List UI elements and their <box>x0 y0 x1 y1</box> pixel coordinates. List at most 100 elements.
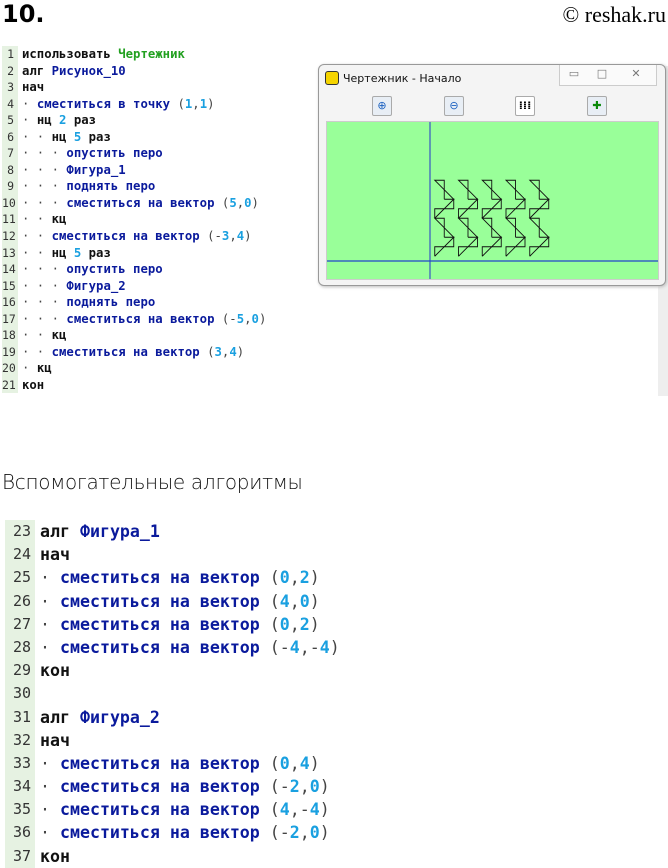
code-line: 18· · кц <box>2 327 266 344</box>
figure-path <box>457 179 479 200</box>
code-line: 16· · · поднять перо <box>2 294 266 311</box>
code-line: 33· сместиться на вектор (0,4) <box>5 751 340 776</box>
code-token: · · · <box>22 262 67 277</box>
line-number: 31 <box>5 705 35 729</box>
drawing <box>327 122 658 279</box>
title-bar[interactable]: Чертежник - Начало ▭ □ ✕ <box>319 65 665 91</box>
code-token: использовать <box>22 47 119 61</box>
code-token: раз <box>66 113 97 128</box>
code-token: , <box>236 195 245 210</box>
code-token: 2 <box>299 568 310 588</box>
zoom-in-button[interactable]: ⊕ <box>372 96 392 116</box>
figure-path <box>504 179 527 200</box>
code-line: 26· сместиться на вектор (4,0) <box>5 589 340 613</box>
line-number: 14 <box>2 261 18 278</box>
code-token: · · · <box>22 146 67 161</box>
close-button[interactable]: ✕ <box>631 67 641 80</box>
code-token: сместиться на вектор <box>59 753 270 773</box>
minimize-button[interactable]: ▭ <box>568 67 580 80</box>
code-line: 5· нц 2 раз <box>2 112 266 129</box>
code-line: 13· · нц 5 раз <box>2 244 266 262</box>
code-token: 4 <box>279 591 290 611</box>
code-token: ) <box>309 568 320 588</box>
code-token: · · <box>22 212 52 227</box>
code-token: 2 <box>289 777 300 797</box>
code-line: 19· · сместиться на вектор (3,4) <box>2 343 266 361</box>
code-token: · · <box>22 344 52 359</box>
code-token: · <box>40 568 60 588</box>
code-token: · · · <box>22 195 67 210</box>
code-line: 9· · · поднять перо <box>2 178 266 195</box>
code-token: ,- <box>289 800 310 820</box>
code-token: ( <box>269 614 280 634</box>
figure-path <box>528 217 550 238</box>
code-token: · <box>22 113 37 128</box>
line-number: 28 <box>5 635 35 660</box>
code-token: (- <box>269 637 290 657</box>
drawing-canvas[interactable] <box>326 121 659 280</box>
code-token: ( <box>221 195 230 210</box>
figure-path <box>434 198 455 219</box>
code-token: , <box>299 823 310 843</box>
code-token: сместиться на вектор <box>59 637 270 657</box>
code-line: 7· · · опустить перо <box>2 145 266 162</box>
code-token: ) <box>309 591 320 611</box>
code-token: сместиться на вектор <box>59 568 270 588</box>
code-token: опустить перо <box>66 262 163 277</box>
line-number: 35 <box>5 798 35 822</box>
code-token: 4 <box>299 753 310 773</box>
code-token: (- <box>207 229 222 244</box>
line-number: 16 <box>2 294 18 311</box>
code-token: сместиться на вектор <box>66 311 222 326</box>
code-token: ( <box>269 568 280 588</box>
line-number: 34 <box>5 775 35 799</box>
code-token: , <box>229 229 237 244</box>
code-token: нач <box>40 730 70 750</box>
code-token: Фигура_1 <box>66 162 126 177</box>
code-token: 5 <box>236 311 245 326</box>
code-token: ) <box>309 753 320 773</box>
figure-path <box>481 236 502 257</box>
code-token: · <box>40 800 60 820</box>
code-token: Фигура_2 <box>66 278 126 293</box>
code-token: опустить перо <box>66 146 163 161</box>
code-token: сместиться на вектор <box>59 823 270 843</box>
code-token: · · · <box>22 278 67 293</box>
fit-button[interactable]: ✚ <box>587 96 607 116</box>
code-token: · · <box>22 245 52 260</box>
code-token: ) <box>319 777 330 797</box>
line-number: 26 <box>5 589 35 613</box>
code-token: · <box>40 614 60 634</box>
zoom-out-button[interactable]: ⊖ <box>444 96 464 116</box>
code-line: 4· сместиться в точку (1,1) <box>2 95 266 113</box>
line-number: 4 <box>2 95 18 113</box>
line-number: 29 <box>5 659 35 683</box>
code-line: 30 <box>5 682 340 706</box>
drafter-window: Чертежник - Начало ▭ □ ✕ ⊕ ⊖ ⁞⁞⁞ ✚ <box>318 64 666 286</box>
maximize-button[interactable]: □ <box>596 67 608 80</box>
code-token: · <box>40 777 60 797</box>
code-token: ( <box>269 753 280 773</box>
figure-path <box>481 179 503 200</box>
code-token: · · · <box>22 162 67 177</box>
code-token: сместиться в точку <box>36 96 178 111</box>
line-number: 19 <box>2 343 18 361</box>
figure-path <box>481 217 503 238</box>
code-token: , <box>289 591 300 611</box>
grid-button[interactable]: ⁞⁞⁞ <box>515 96 535 116</box>
code-token: 3 <box>214 344 222 359</box>
code-token: алг <box>40 707 80 727</box>
code-token: сместиться на вектор <box>59 777 270 797</box>
code-token: раз <box>81 129 111 144</box>
code-token: сместиться на вектор <box>59 800 270 820</box>
code-token: · <box>40 753 60 773</box>
code-token: поднять перо <box>66 295 156 310</box>
code-token: , <box>221 344 230 359</box>
code-token: · <box>22 96 37 111</box>
line-number: 11 <box>2 211 18 229</box>
code-token: нц <box>36 113 60 128</box>
